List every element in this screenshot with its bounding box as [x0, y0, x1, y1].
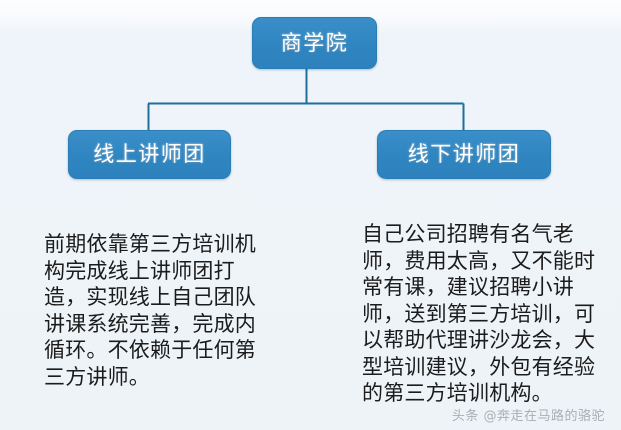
- node-offline-instructor-team[interactable]: 线下讲师团: [377, 130, 551, 179]
- node-root-label: 商学院: [280, 30, 349, 55]
- description-online-instructor-team: 前期依靠第三方培训机构完成线上讲师团打造，实现线上自己团队讲课系统完善，完成内循…: [44, 232, 256, 389]
- node-offline-label: 线下讲师团: [407, 142, 521, 166]
- node-online-instructor-team[interactable]: 线上讲师团: [68, 130, 231, 179]
- watermark-text: 头条 @奔走在马路的骆驼: [451, 409, 605, 424]
- description-offline-instructor-team: 自己公司招聘有名气老师，费用太高，又不能时常有课，建议招聘小讲师，送到第三方培训…: [362, 222, 596, 405]
- node-root-business-school[interactable]: 商学院: [252, 17, 377, 69]
- node-online-label: 线上讲师团: [93, 142, 206, 166]
